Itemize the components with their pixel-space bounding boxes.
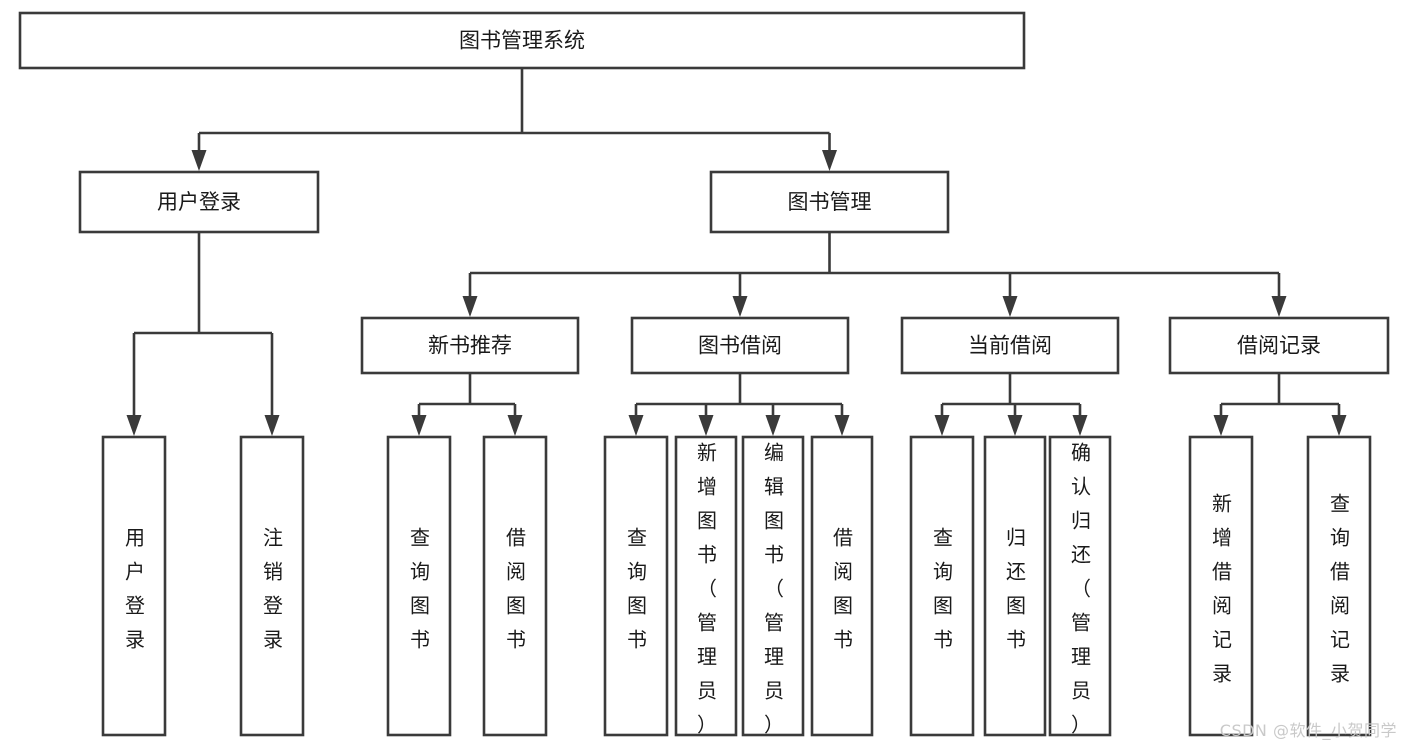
node-label: 确认归还（管理员） xyxy=(1071,441,1091,737)
node-box[interactable] xyxy=(101,435,167,737)
node-box[interactable] xyxy=(1168,316,1390,375)
node-box[interactable] xyxy=(741,435,805,737)
watermark: CSDN @软件_小贺同学 xyxy=(1219,721,1397,740)
node-label: 归还图书 xyxy=(1006,526,1026,652)
node-box[interactable] xyxy=(360,316,580,375)
diagram-node[interactable]: 编辑图书（管理员） xyxy=(741,435,805,737)
arrow-head-icon xyxy=(1213,415,1229,436)
diagram-node[interactable]: 当前借阅 xyxy=(900,316,1120,375)
node-box[interactable] xyxy=(709,170,950,234)
arrow-head-icon xyxy=(191,150,207,171)
node-label: 新增图书（管理员） xyxy=(697,441,717,737)
diagram-node[interactable]: 用户登录 xyxy=(78,170,320,234)
node-label: 图书管理 xyxy=(788,190,872,214)
arrow-head-icon xyxy=(1331,415,1347,436)
node-label: 查询借阅记录 xyxy=(1330,492,1350,686)
diagram-node[interactable]: 图书管理 xyxy=(709,170,950,234)
node-label: 用户登录 xyxy=(157,190,241,214)
arrow-head-icon xyxy=(264,415,280,436)
node-label: 图书借阅 xyxy=(698,334,782,358)
node-label: 图书管理系统 xyxy=(459,29,585,53)
node-box[interactable] xyxy=(810,435,874,737)
arrow-head-icon xyxy=(834,415,850,436)
diagram-node[interactable]: 确认归还（管理员） xyxy=(1048,435,1112,737)
diagram-node[interactable]: 查询图书 xyxy=(386,435,452,737)
node-label: 新增借阅记录 xyxy=(1212,492,1232,686)
diagram-node[interactable]: 新增图书（管理员） xyxy=(674,435,738,737)
diagram-node[interactable]: 新增借阅记录 xyxy=(1188,435,1254,737)
diagram-node[interactable]: 图书借阅 xyxy=(630,316,850,375)
diagram-node[interactable]: 注销登录 xyxy=(239,435,305,737)
node-label: 查询图书 xyxy=(627,526,647,652)
arrow-head-icon xyxy=(765,415,781,436)
diagram-node[interactable]: 借阅图书 xyxy=(482,435,548,737)
diagram-node[interactable]: 借阅图书 xyxy=(810,435,874,737)
diagram-node[interactable]: 用户登录 xyxy=(101,435,167,737)
arrow-head-icon xyxy=(462,296,478,317)
node-label: 当前借阅 xyxy=(968,334,1052,358)
diagram-node[interactable]: 新书推荐 xyxy=(360,316,580,375)
node-box[interactable] xyxy=(386,435,452,737)
node-label: 查询图书 xyxy=(410,526,430,652)
node-box[interactable] xyxy=(239,435,305,737)
arrow-head-icon xyxy=(822,150,837,171)
node-box[interactable] xyxy=(983,435,1047,737)
diagram-node[interactable]: 查询借阅记录 xyxy=(1306,435,1372,737)
arrow-head-icon xyxy=(411,415,427,436)
diagram-node[interactable]: 查询图书 xyxy=(909,435,975,737)
node-box[interactable] xyxy=(603,435,669,737)
diagram-node[interactable]: 归还图书 xyxy=(983,435,1047,737)
node-label: 新书推荐 xyxy=(428,334,512,358)
node-box[interactable] xyxy=(1188,435,1254,737)
arrow-head-icon xyxy=(507,415,523,436)
arrow-head-icon xyxy=(628,415,644,436)
arrow-head-icon xyxy=(1072,415,1088,436)
arrow-head-icon xyxy=(732,296,748,317)
node-box[interactable] xyxy=(909,435,975,737)
arrow-head-icon xyxy=(698,415,714,436)
edges-layer xyxy=(126,68,1347,436)
diagram-node[interactable]: 图书管理系统 xyxy=(18,11,1026,70)
node-box[interactable] xyxy=(674,435,738,737)
node-label: 借阅图书 xyxy=(833,526,853,652)
node-box[interactable] xyxy=(1048,435,1112,737)
arrow-head-icon xyxy=(1007,415,1023,436)
node-box[interactable] xyxy=(900,316,1120,375)
diagram-node[interactable]: 查询图书 xyxy=(603,435,669,737)
node-label: 注销登录 xyxy=(263,526,283,652)
node-label: 查询图书 xyxy=(933,526,953,652)
diagram-node[interactable]: 借阅记录 xyxy=(1168,316,1390,375)
node-label: 借阅记录 xyxy=(1237,334,1321,358)
node-box[interactable] xyxy=(482,435,548,737)
node-box[interactable] xyxy=(18,11,1026,70)
nodes-layer: 图书管理系统用户登录图书管理新书推荐图书借阅当前借阅借阅记录用户登录注销登录查询… xyxy=(18,11,1390,737)
node-box[interactable] xyxy=(78,170,320,234)
arrow-head-icon xyxy=(934,415,950,436)
node-label: 用户登录 xyxy=(125,526,145,652)
node-box[interactable] xyxy=(1306,435,1372,737)
node-box[interactable] xyxy=(630,316,850,375)
arrow-head-icon xyxy=(1002,296,1018,317)
node-label: 编辑图书（管理员） xyxy=(764,441,784,737)
arrow-head-icon xyxy=(1271,296,1287,317)
node-label: 借阅图书 xyxy=(506,526,526,652)
arrow-head-icon xyxy=(126,415,142,436)
